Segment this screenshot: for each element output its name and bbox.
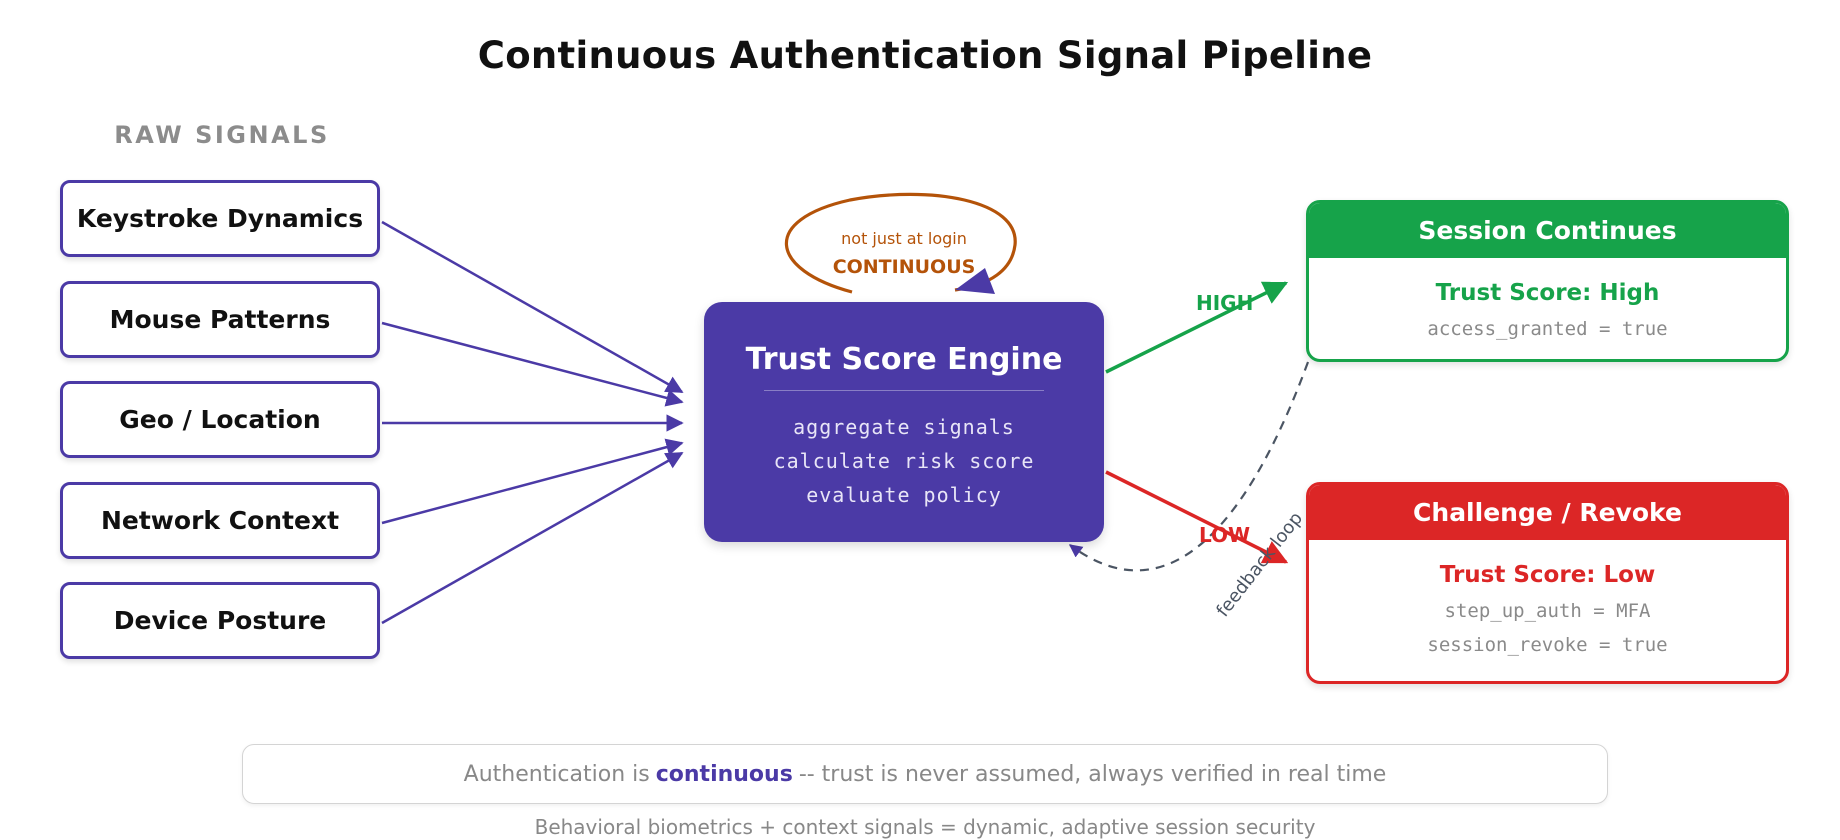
footer-caption: Behavioral biometrics + context signals … (534, 815, 1316, 839)
banner-emphasis: continuous (655, 761, 793, 787)
continuous-loop-arrowhead (955, 268, 995, 294)
challenge-revoke-title: Challenge / Revoke (1309, 485, 1786, 540)
trust-score-engine: Trust Score Engine aggregate signals cal… (704, 302, 1104, 542)
arrow-network-to-engine (381, 438, 684, 525)
engine-step: evaluate policy (806, 483, 1002, 507)
session-continues-values: access_granted = true (1309, 312, 1786, 346)
banner-text-after: -- trust is never assumed, always verifi… (798, 761, 1387, 787)
high-edge-label: HIGH (1196, 291, 1253, 315)
signal-geo-location: Geo / Location (60, 381, 380, 458)
engine-steps: aggregate signals calculate risk score e… (704, 410, 1104, 512)
challenge-revoke-box: Challenge / Revoke Trust Score: Low step… (1306, 482, 1789, 684)
signal-network-context: Network Context (60, 482, 380, 559)
loop-small-label: not just at login (841, 229, 967, 248)
summary-banner: Authentication is continuous -- trust is… (242, 744, 1608, 804)
outcome-value: session_revoke = true (1427, 634, 1668, 656)
banner-text-before: Authentication is (463, 761, 650, 787)
arrow-mouse-to-engine (381, 321, 684, 407)
loop-big-label: CONTINUOUS (833, 256, 976, 278)
arrow-keystroke-to-engine (381, 220, 684, 394)
signal-keystroke-dynamics: Keystroke Dynamics (60, 180, 380, 257)
continuous-loop (784, 192, 1017, 294)
low-edge-label: LOW (1199, 523, 1250, 547)
feedback-loop-arrow (1068, 361, 1310, 572)
high-trust-score: Trust Score: High (1435, 280, 1660, 306)
session-continues-box: Session Continues Trust Score: High acce… (1306, 200, 1789, 362)
page-title: Continuous Authentication Signal Pipelin… (477, 34, 1373, 77)
engine-step: calculate risk score (773, 449, 1035, 473)
low-trust-score: Trust Score: Low (1439, 562, 1656, 588)
outcome-value: step_up_auth = MFA (1444, 600, 1651, 622)
engine-step: aggregate signals (793, 415, 1015, 439)
arrow-low-path (1105, 470, 1289, 564)
engine-divider (764, 390, 1044, 391)
raw-signals-label: RAW SIGNALS (114, 121, 330, 149)
engine-title: Trust Score Engine (745, 342, 1063, 377)
arrow-high-path (1105, 281, 1289, 374)
challenge-revoke-values: step_up_auth = MFA session_revoke = true (1309, 594, 1786, 662)
arrow-device-to-engine (381, 451, 684, 625)
signal-mouse-patterns: Mouse Patterns (60, 281, 380, 358)
session-continues-title: Session Continues (1309, 203, 1786, 258)
signal-device-posture: Device Posture (60, 582, 380, 659)
outcome-value: access_granted = true (1427, 318, 1668, 340)
